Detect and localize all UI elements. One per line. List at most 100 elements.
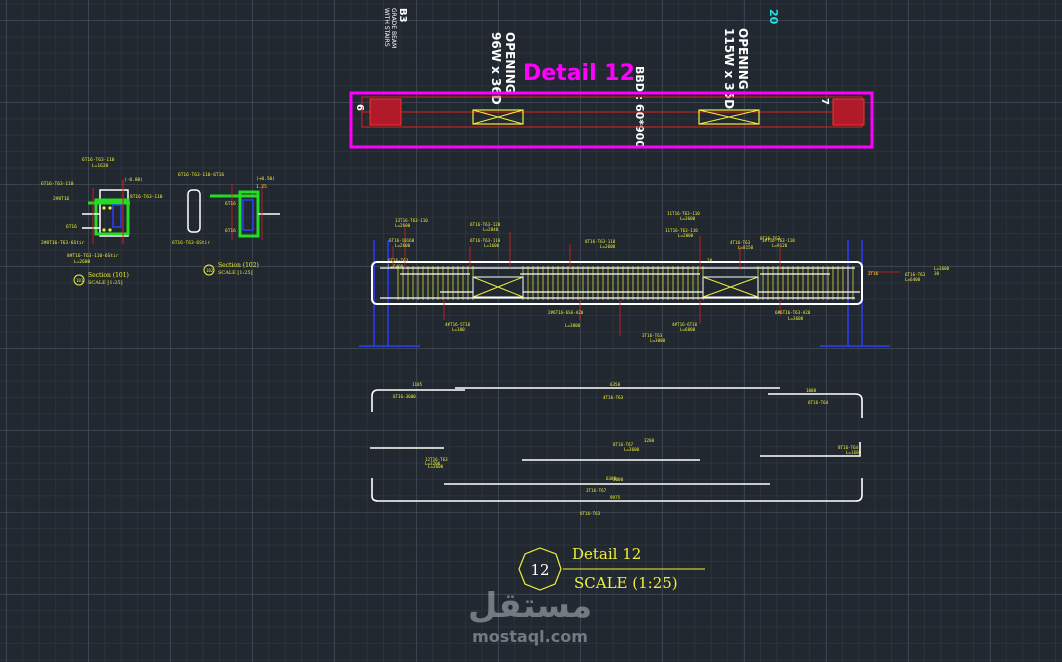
schedule-label: 6T16-3600: [393, 394, 416, 399]
svg-text:8T16-T63-110: 8T16-T63-110: [130, 194, 163, 200]
elevation-label: 11T16-T63-110: [665, 228, 698, 233]
section-102-marker: [203, 264, 215, 276]
svg-text:(+0.50): (+0.50): [256, 176, 275, 182]
svg-text:6T16-T63-110: 6T16-T63-110: [82, 157, 115, 163]
bar-shape-8: [371, 478, 863, 502]
schedule-label: L=1600: [846, 450, 862, 455]
section-101-marker: [73, 274, 85, 286]
elevation-label: 11T16-T63-110: [667, 211, 700, 216]
elevation-label: L=2600: [600, 244, 616, 249]
section-102-scale: SCALE [1:25]: [218, 270, 253, 276]
elevation-label: L=2600: [395, 243, 411, 248]
column-left: [369, 98, 402, 126]
bar-schedule: 1105 6350 1000 6T16-3600 4T16-T63 6T16-T64 320…: [370, 382, 863, 516]
elevation-label: L=3600: [934, 266, 950, 271]
detail-number: 12: [530, 561, 549, 579]
elevation-label: 3T16-T63: [642, 333, 663, 338]
detail-title-block: 12 Detail 12 SCALE (1:25): [518, 545, 705, 592]
elevation-label: L=6400: [388, 264, 404, 269]
section-101: 6T16-T63-110 6T16-T63-110 L=1620 (-0.80)…: [41, 157, 163, 286]
svg-text:6T16-T63-110-6T16: 6T16-T63-110-6T16: [178, 172, 224, 178]
detail-callout-box: [349, 91, 874, 149]
elev-opening-left: [472, 276, 524, 298]
elevation-label: L=3800: [565, 323, 581, 328]
elevation-label: L=100: [452, 327, 465, 332]
schedule-label: 3000: [613, 477, 624, 482]
bar-shape-3: [768, 393, 863, 418]
schedule-label: 8T16-T67: [613, 442, 634, 447]
column-right: [832, 98, 865, 126]
svg-text:OPENING: OPENING: [736, 28, 750, 90]
section-102-title: Section (102): [218, 262, 259, 269]
schedule-label: 6350: [610, 382, 621, 387]
svg-text:1.25: 1.25: [256, 184, 267, 190]
detail-scale: SCALE (1:25): [574, 574, 678, 592]
elevation-label: 4#T16-6T16: [672, 322, 698, 327]
elevation-label: 3#T16-T63-110: [762, 238, 795, 243]
elevation-label: L=6000: [680, 327, 696, 332]
elevation-label: 2#: [707, 258, 713, 263]
b3-desc-2: WITH STAIRS: [383, 8, 390, 47]
elevation-label: 4T16-T63: [730, 240, 751, 245]
elevation-label: 8T16-T63-110: [585, 239, 616, 244]
elevation-label: L=3600: [680, 216, 696, 221]
svg-text:2#8T16-T63-6Stir: 2#8T16-T63-6Stir: [41, 240, 85, 246]
schedule-label: 8T16-T64: [838, 445, 859, 450]
section-102: 6T16-T63-110-6T16 (+0.50) 1.25 6T16 6T16…: [172, 172, 280, 276]
svg-text:115W x 35D: 115W x 35D: [722, 28, 736, 109]
schedule-label: 6T16-T63: [580, 511, 601, 516]
detail-heptagon-marker: [518, 547, 562, 591]
svg-text:102: 102: [206, 268, 214, 273]
schedule-label: 1105: [412, 382, 423, 387]
opening-right-label: OPENING 115W x 35D: [722, 28, 750, 109]
svg-text:96W x 36D: 96W x 36D: [489, 32, 503, 105]
svg-text:L=1620: L=1620: [92, 163, 109, 169]
b3-beam-label: B3 GRADE BEAM WITH STAIRS: [383, 8, 408, 48]
elevation-label: 6T16-T63-110: [470, 238, 501, 243]
schedule-label: L=3600: [624, 447, 640, 452]
elevation-label: L=8150: [738, 245, 754, 250]
svg-text:2#8T16: 2#8T16: [53, 196, 70, 202]
schedule-label: 1000: [806, 388, 817, 393]
elevation-label: 2T16: [868, 271, 879, 276]
elevation-label: L=2600: [395, 223, 411, 228]
detail-title-top: Detail 12: [523, 61, 635, 86]
schedule-label: 6300: [606, 476, 617, 481]
bbd-label: BBD : 60*900: [633, 66, 646, 148]
svg-text:6T16: 6T16: [225, 228, 236, 234]
svg-text:L=2680: L=2680: [74, 259, 91, 265]
elevation-label: L=1600: [484, 243, 500, 248]
elevation-label: 6T16-T63: [905, 272, 926, 277]
schedule-label: 3200: [644, 438, 655, 443]
b3-desc-1: GRADE BEAM: [390, 8, 397, 48]
elevation-label: 13T16-T63-110: [395, 218, 428, 223]
elevation-label: L=2840: [483, 227, 499, 232]
svg-text:OPENING: OPENING: [503, 32, 517, 94]
top-plan: 20 B3 GRADE BEAM WITH STAIRS OPENING 96W…: [349, 8, 874, 149]
schedule-label: 12T16-T63: [425, 457, 448, 462]
schedule-label: L=3200: [425, 461, 441, 466]
cyan-mark: 20: [767, 9, 780, 25]
watermark-arabic: مستقل: [468, 586, 592, 626]
stirrups: [397, 266, 854, 300]
section-101-title: Section (101): [88, 272, 129, 279]
elevation-label: L=6400: [905, 277, 921, 282]
opening-left-box: [472, 109, 524, 125]
elevation-label: 2#6T16-6S6-A20: [548, 310, 584, 315]
elevation-label: 4#T16-5T16: [445, 322, 471, 327]
grid-label-right: 7: [819, 98, 830, 105]
schedule-label: 6T16-T64: [808, 400, 829, 405]
elev-opening-right: [702, 276, 759, 298]
bar-shape-6: [760, 442, 861, 457]
svg-text:101: 101: [76, 278, 84, 283]
section-101-scale: SCALE [1:25]: [88, 280, 123, 286]
svg-text:6T16: 6T16: [225, 201, 236, 207]
schedule-label: 4T16-T63: [603, 395, 624, 400]
bar-shape-1: [371, 389, 465, 412]
elevation-label: L=3600: [788, 316, 804, 321]
svg-text:BBD : 60*900: BBD : 60*900: [633, 66, 646, 148]
grid-label-left: 6: [354, 104, 365, 111]
svg-text:6T16-T63-110: 6T16-T63-110: [41, 181, 74, 187]
